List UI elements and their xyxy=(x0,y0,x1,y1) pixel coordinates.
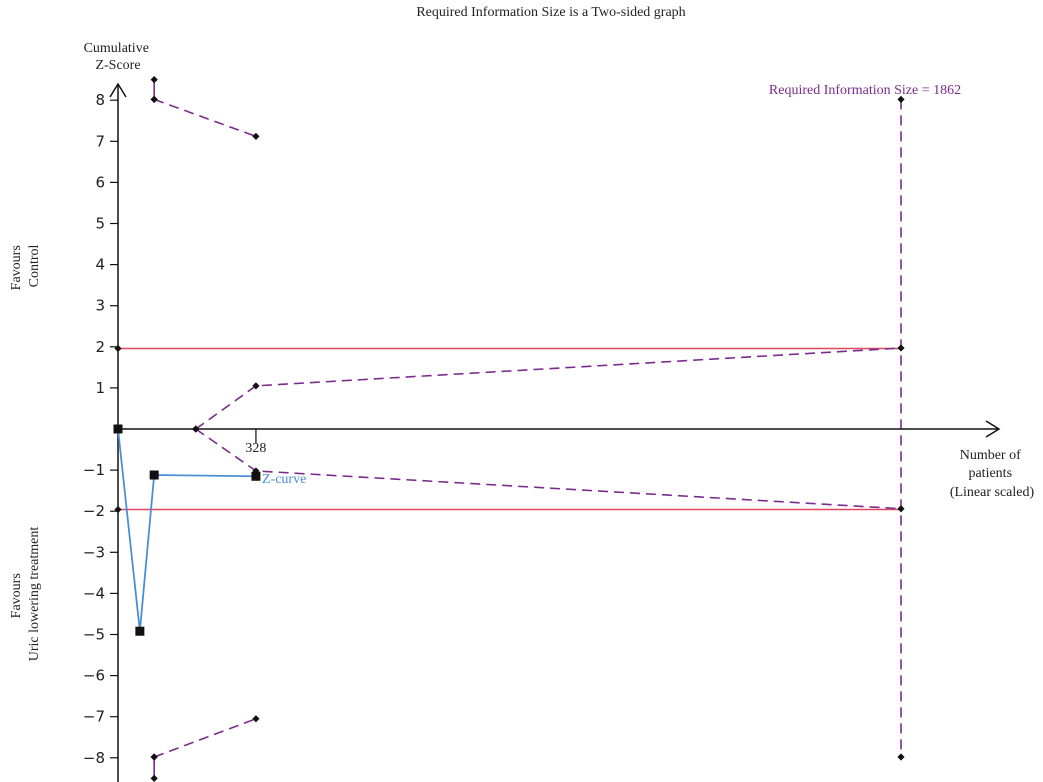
x-axis-arrow xyxy=(985,420,1001,438)
z-curve-line xyxy=(117,428,256,632)
favours-control-line-2: Control xyxy=(27,245,42,288)
y-axis-label-line-2: Z-Score xyxy=(95,58,140,73)
boundary-point-lower-a-0 xyxy=(150,774,158,782)
x-axis-label: Number of patients (Linear scaled) xyxy=(950,448,1035,500)
boundary-point-futility-lower-2 xyxy=(897,505,905,513)
boundary-upper-b xyxy=(153,98,257,138)
y-tick-label--4: −4 xyxy=(83,584,105,602)
y-tick-label--2: −2 xyxy=(83,502,105,520)
favours-control-line-1: Favours xyxy=(9,245,24,290)
favours-treatment-label: Favours Uric lowering treatment xyxy=(9,527,42,662)
y-tick-label-6: 6 xyxy=(95,173,105,191)
z-curve-point-2 xyxy=(149,470,159,480)
y-tick-label--6: −6 xyxy=(83,667,105,685)
z-curve-layer xyxy=(113,424,261,636)
y-tick-label-7: 7 xyxy=(95,132,105,150)
axes-layer: 8 7 6 5 4 3 2 1 −1 −2 −3 −4 −5 −6 −7 −8 328 xyxy=(83,82,1001,782)
z-curve-label: Z-curve xyxy=(262,472,306,487)
boundary-point-futility-lower-1 xyxy=(252,467,260,475)
boundary-point-lower-b-0 xyxy=(150,753,158,761)
marker-layer xyxy=(114,76,905,782)
y-tick-label--1: −1 xyxy=(83,461,105,479)
ris-point-bottom xyxy=(897,753,905,761)
y-tick-label-3: 3 xyxy=(95,297,105,315)
z-curve-point-3 xyxy=(251,471,261,481)
y-tick-label-8: 8 xyxy=(95,91,105,109)
z-curve-point-1 xyxy=(135,626,145,636)
ris-point-top xyxy=(897,95,905,103)
y-axis-label: Cumulative Z-Score xyxy=(84,41,153,73)
boundary-point-upper-b-0 xyxy=(150,95,158,103)
favours-treatment-line-2: Uric lowering treatment xyxy=(27,527,42,662)
chart-title: Required Information Size is a Two-sided… xyxy=(416,5,685,20)
y-tick-label-4: 4 xyxy=(95,256,105,274)
x-tick-label-328: 328 xyxy=(245,441,266,456)
boundary-point-upper-b-1 xyxy=(252,132,260,140)
favours-treatment-line-1: Favours xyxy=(9,573,24,618)
conventional-lower-start-point xyxy=(114,505,122,514)
boundary-lower-b xyxy=(153,718,257,758)
boundary-point-futility-upper-1 xyxy=(252,382,260,390)
y-tick-label-5: 5 xyxy=(95,215,105,233)
boundary-point-upper-a-0 xyxy=(150,76,158,84)
y-tick-label--5: −5 xyxy=(83,626,105,644)
x-axis-label-line-2: patients xyxy=(968,466,1012,481)
boundary-futility-upper xyxy=(195,347,902,430)
y-tick-label-1: 1 xyxy=(95,379,105,397)
y-axis-arrow xyxy=(109,82,127,98)
ris-label: Required Information Size = 1862 xyxy=(769,83,961,98)
y-tick-label--8: −8 xyxy=(83,749,105,767)
conventional-upper-start-point xyxy=(114,344,122,353)
boundary-point-futility-upper-2 xyxy=(897,344,905,352)
x-axis-label-line-3: (Linear scaled) xyxy=(950,485,1035,500)
z-curve-point-0 xyxy=(113,424,123,434)
x-axis-label-line-1: Number of xyxy=(960,448,1021,463)
boundary-point-lower-b-1 xyxy=(252,715,260,723)
boundary-point-futility-lower-0 xyxy=(192,425,200,433)
y-tick-label--7: −7 xyxy=(83,708,105,726)
y-tick-label--3: −3 xyxy=(83,543,105,561)
y-axis-label-line-1: Cumulative xyxy=(84,41,149,56)
favours-control-label: Favours Control xyxy=(9,242,42,291)
boundary-futility-lower xyxy=(195,428,902,510)
y-tick-label-2: 2 xyxy=(95,338,105,356)
